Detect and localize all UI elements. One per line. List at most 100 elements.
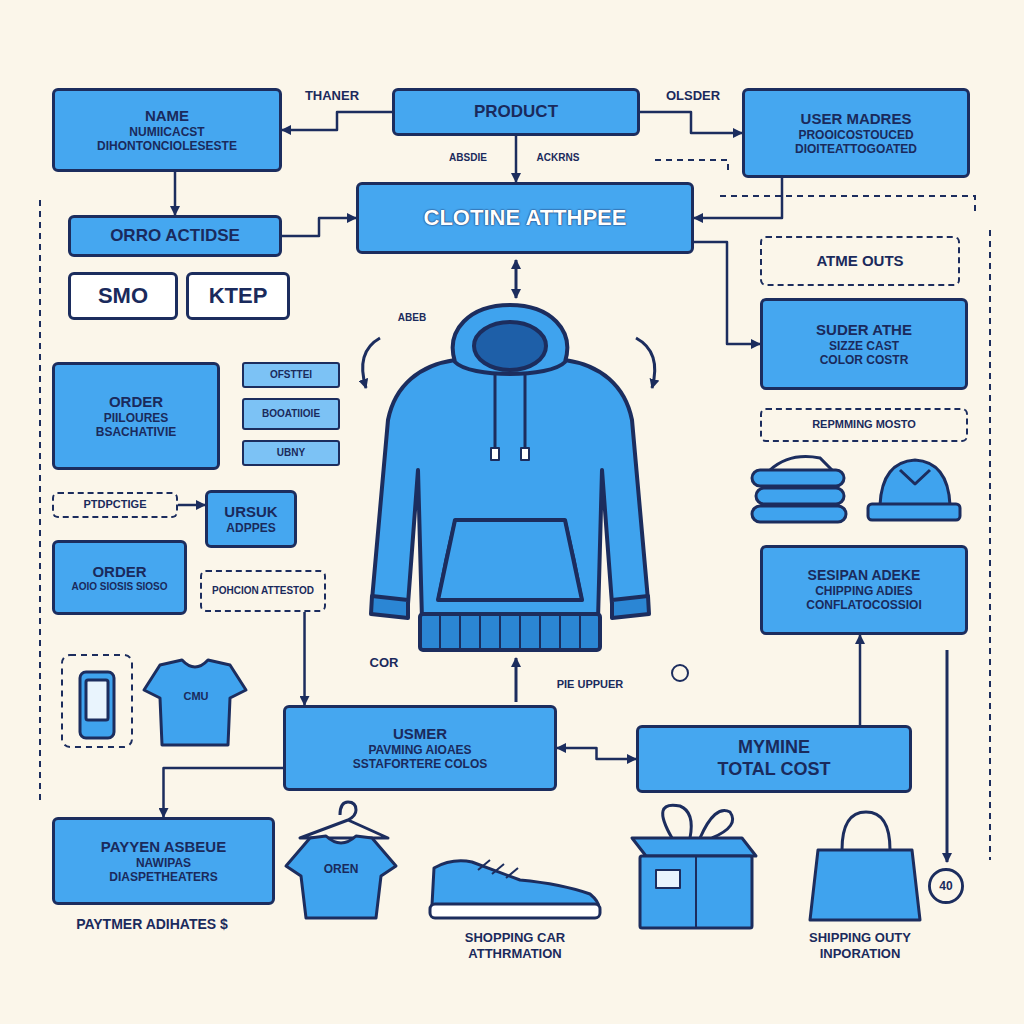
hoodie-illustration	[438, 520, 582, 600]
gift-box-icon	[700, 810, 733, 838]
box-heading: 40	[939, 879, 952, 893]
flow-connector	[640, 112, 742, 133]
hanger-shirt-icon	[286, 802, 396, 918]
cap-icon	[880, 460, 950, 505]
phone-icon	[86, 680, 108, 720]
hoodie-illustration	[495, 372, 525, 450]
process-box: PRODUCT	[392, 88, 640, 136]
process-box: NAMENUMIICACSTDIHONTONCIOLESESTE	[52, 88, 282, 172]
hanger-shirt-icon	[300, 802, 388, 838]
option-box: SMO	[68, 272, 178, 320]
phone-icon	[80, 672, 114, 738]
hat-stack-icon	[770, 457, 832, 471]
hoodie-illustration	[491, 448, 499, 460]
flow-connector	[694, 178, 782, 218]
flow-arrow	[636, 338, 655, 388]
box-heading: OFSTTEI	[270, 369, 312, 381]
box-body-text: SSTAFORTERE COLOS	[353, 757, 487, 771]
text-label: THANER	[300, 88, 364, 104]
gift-box-icon	[632, 805, 756, 928]
hat-stack-icon	[752, 506, 846, 522]
cap-icon	[868, 504, 960, 520]
box-body-text: TOTAL COST	[717, 759, 830, 781]
text-label: ABSDIE	[440, 152, 496, 164]
hoodie-illustration	[371, 305, 649, 650]
box-heading: URSUK	[224, 503, 277, 521]
flow-connector	[859, 635, 862, 725]
process-box: ORDERPIILOURESBSACHATIVIE	[52, 362, 220, 470]
process-box: ORDERAOIO SIOSIS SIOSO	[52, 540, 187, 615]
sneaker-icon	[430, 860, 600, 918]
cap-icon	[900, 470, 930, 484]
text-label: PIE UPPUER	[542, 678, 638, 691]
box-body-text: CHIPPING ADIES	[815, 584, 913, 598]
hoodie-illustration	[521, 448, 529, 460]
dashed-guide	[989, 230, 991, 860]
flow-arrow	[515, 658, 518, 702]
process-box: SUDER ATHESIZZE CASTCOLOR COSTR	[760, 298, 968, 390]
flow-connector	[282, 218, 356, 236]
box-heading: ATME OUTS	[816, 252, 903, 270]
hoodie-illustration	[612, 596, 649, 618]
flow-arrow	[946, 650, 949, 862]
process-box: USMERPAVMING AIOAESSSTAFORTERE COLOS	[283, 705, 557, 791]
hanger-shirt-icon	[286, 836, 396, 918]
tag-box: UBNY	[242, 440, 340, 466]
shirt-print: OREN	[316, 862, 366, 876]
process-box: ORRO ACTIDSE	[68, 215, 282, 257]
box-body-text: BSACHATIVIE	[96, 425, 176, 439]
box-heading: REPMMING MOSTO	[812, 418, 916, 431]
text-label: SHIPPING OUTY INPORATION	[780, 930, 940, 961]
box-body-text: NAWIPAS	[136, 856, 191, 870]
box-heading: POHCION ATTESTOD	[212, 585, 314, 597]
circle-outline	[929, 869, 962, 902]
box-heading: SMO	[98, 283, 148, 309]
sneaker-icon	[478, 860, 518, 878]
dashed-note-box: REPMMING MOSTO	[760, 408, 968, 442]
hoodie-illustration	[440, 616, 580, 648]
dashed-guide	[40, 160, 990, 860]
box-heading: MYMINE	[738, 737, 810, 759]
callout-circle: 40	[928, 868, 964, 904]
flow-connector	[557, 748, 636, 759]
flow-connector	[303, 612, 306, 705]
box-heading: SUDER ATHE	[816, 321, 912, 339]
ornament-circle	[672, 665, 688, 681]
box-heading: NAME	[145, 107, 189, 125]
hoodie-illustration	[474, 322, 546, 370]
box-body-text: DIASPETHEATERS	[109, 870, 217, 884]
box-heading: USMER	[393, 725, 447, 743]
box-heading: CLOTINE ATTHPEE	[424, 205, 627, 231]
process-box: SESIPAN ADEKECHIPPING ADIESCONFLATOCOSSI…	[760, 545, 968, 635]
dashed-note-box: PTDPCTIGE	[52, 492, 178, 518]
box-heading: SESIPAN ADEKE	[808, 567, 921, 584]
tshirt-icon	[144, 660, 246, 745]
flow-arrow	[363, 338, 380, 388]
text-label: OLSDER	[660, 88, 726, 104]
gift-box-icon	[663, 805, 692, 838]
box-heading: BOOATIIOIE	[262, 408, 320, 420]
flow-connector	[515, 136, 518, 182]
box-heading: ORDER	[92, 563, 146, 581]
dashed-guide	[62, 655, 132, 747]
box-body-text: COLOR COSTR	[820, 353, 909, 367]
hoodie-illustration	[372, 360, 648, 620]
tag-box: OFSTTEI	[242, 362, 340, 388]
process-box: USER MADRESPROOICOSTOUCEDDIOITEATTOGOATE…	[742, 88, 970, 178]
text-label: ABEB	[392, 312, 432, 324]
cap-icon	[868, 460, 960, 520]
flow-connector	[282, 112, 392, 130]
process-box: PAYYEN ASBEUENAWIPASDIASPETHEATERS	[52, 817, 275, 905]
hoodie-illustration	[453, 305, 567, 374]
gift-box-icon	[695, 856, 697, 928]
text-label: COR	[364, 655, 404, 671]
dashed-note-box: POHCION ATTESTOD	[200, 570, 326, 612]
shopping-bag-icon	[842, 812, 890, 850]
box-body-text: PAVMING AIOAES	[368, 743, 471, 757]
box-body-text: NUMIICACST	[129, 125, 204, 139]
tshirt-icon	[144, 660, 246, 745]
gift-box-icon	[632, 838, 756, 856]
phone-icon	[80, 672, 114, 738]
shirt-print: CMU	[176, 690, 216, 703]
box-heading: ORDER	[109, 393, 163, 411]
